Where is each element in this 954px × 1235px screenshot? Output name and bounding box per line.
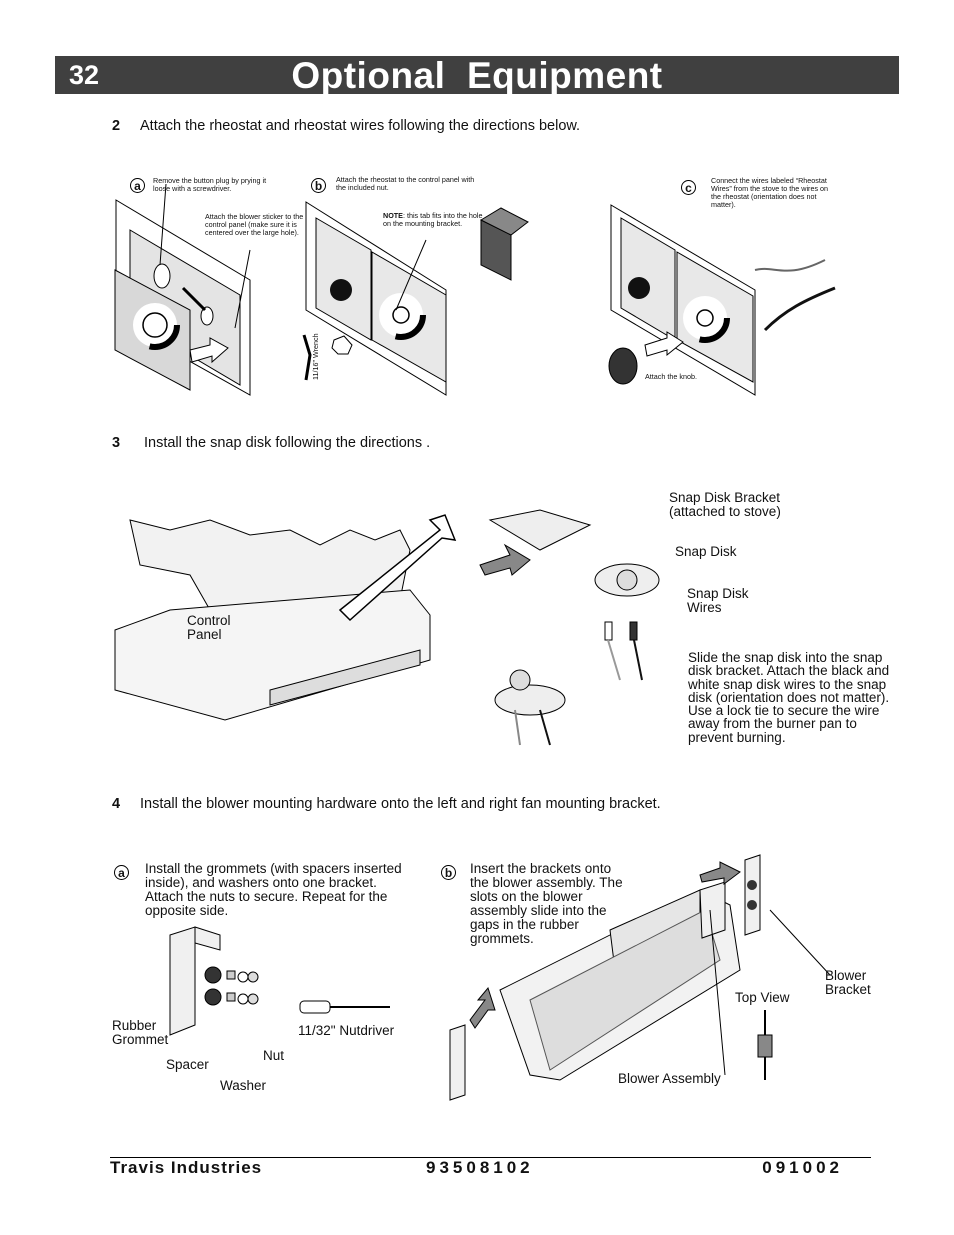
rubber-grommet-label: Rubber Grommet	[112, 1018, 169, 1047]
blower-assembly-label: Blower Assembly	[618, 1071, 721, 1086]
step2-c-note1: Connect the wires labeled “Rheostat Wire…	[711, 176, 829, 209]
step2-a-badge: a	[130, 177, 145, 195]
blower-assembly-figure	[449, 854, 831, 1101]
washer-label: Washer	[220, 1078, 267, 1093]
step-number: 4	[112, 796, 121, 812]
step2-b-badge: b	[311, 177, 326, 195]
step-number: 2	[112, 118, 121, 134]
step4-b-badge: b	[441, 864, 456, 882]
grommet-figure	[169, 926, 259, 1036]
step2-b-note2: NOTE: this tab fits into the hole on the…	[383, 211, 483, 228]
rheostat-figure-a	[114, 183, 251, 396]
step-number: 3	[112, 435, 121, 451]
top-view-label: Top View	[735, 990, 790, 1005]
blower-bracket-label: Blower Bracket	[825, 968, 871, 997]
rheostat-figure-c	[608, 204, 836, 396]
step-text: Install the blower mounting hardware ont…	[140, 796, 661, 812]
snap-disk-part	[594, 563, 660, 681]
spacer-label: Spacer	[166, 1057, 209, 1072]
nut-label: Nut	[263, 1048, 285, 1063]
control-panel-label: Control Panel	[187, 613, 231, 642]
page-footer: Travis Industries 93508102 091002	[110, 1157, 871, 1177]
step-3: 3 Install the snap disk following the dir…	[112, 435, 430, 451]
page-number: 32	[69, 60, 100, 90]
nutdriver-icon	[299, 1000, 390, 1014]
footer-part-number: 93508102	[426, 1158, 534, 1177]
snap-disk-bracket-label: Snap Disk Bracket (attached to stove)	[669, 490, 781, 519]
step4-a-badge: a	[114, 864, 129, 882]
snap-disk-figure	[114, 509, 592, 746]
snap-disk-wires-label: Snap Disk Wires	[687, 586, 749, 615]
snap-disk-instructions: Slide the snap disk into the snap disk b…	[688, 650, 890, 745]
step2-a-note2: Attach the blower sticker to the control…	[205, 212, 304, 237]
knob-label: Attach the knob.	[645, 372, 697, 381]
rheostat-figure-b	[302, 201, 529, 396]
step2-a-note1: Remove the button plug by prying it loos…	[153, 176, 267, 193]
step2-c-badge: c	[681, 179, 696, 197]
nutdriver-label: 11/32" Nutdriver	[298, 1023, 395, 1038]
footer-date: 091002	[762, 1158, 843, 1177]
step-text: Install the snap disk following the dire…	[144, 435, 431, 451]
step-2: 2 Attach the rheostat and rheostat wires …	[112, 118, 580, 134]
wrench-label: 11/16" Wrench	[311, 333, 320, 380]
step2-b-note1: Attach the rheostat to the control panel…	[336, 175, 475, 192]
step4-a-text: Install the grommets (with spacers inser…	[145, 861, 402, 918]
footer-company: Travis Industries	[110, 1158, 263, 1177]
page-header: 32 Optional Equipment	[55, 55, 899, 96]
step4-b-text: Insert the brackets onto the blower asse…	[470, 861, 623, 946]
page-title: Optional Equipment	[291, 55, 663, 96]
snap-disk-label: Snap Disk	[675, 544, 737, 559]
step-4: 4 Install the blower mounting hardware on…	[112, 796, 661, 812]
step-text: Attach the rheostat and rheostat wires f…	[140, 118, 581, 134]
